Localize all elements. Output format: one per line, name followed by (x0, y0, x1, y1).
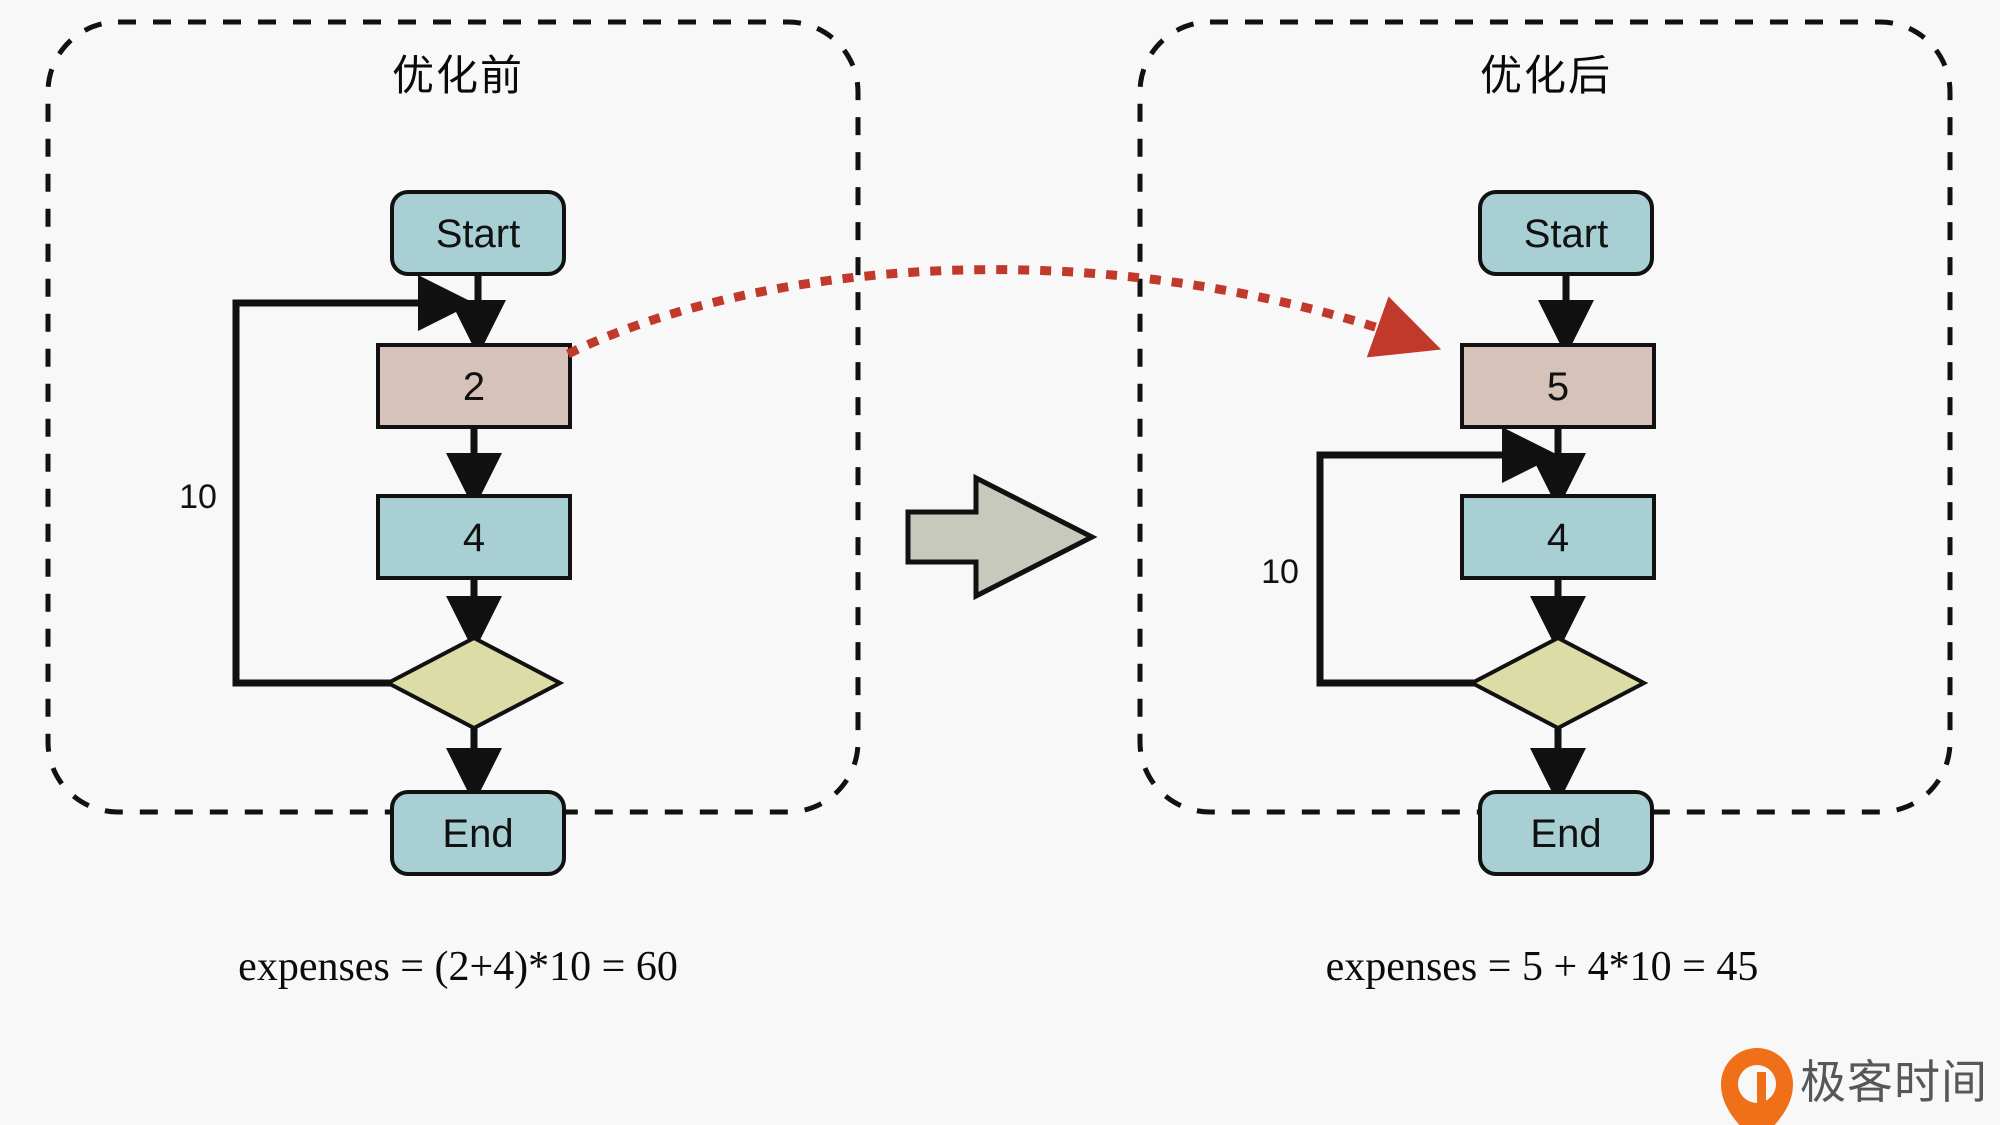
formula-after: expenses = 5 + 4*10 = 45 (1325, 944, 1759, 990)
node-cost2-before-label: 2 (463, 365, 485, 409)
node-cost4-after (1460, 494, 1656, 580)
panel-title-after: 优化后 (1479, 52, 1613, 99)
optimization-highlight-arrow (565, 265, 1442, 359)
geektime-logo-text: 极客时间 (1800, 1056, 1988, 1108)
edge-loop-back-after (1316, 427, 1558, 687)
node-decision-before (383, 635, 565, 731)
node-cost2-before (376, 343, 572, 429)
edge-loop-back-before (232, 275, 474, 687)
node-end-after-label: End (1530, 812, 1601, 856)
geektime-pin-icon (1721, 1048, 1793, 1125)
node-end-before-label: End (442, 812, 513, 856)
node-cost4-before-label: 4 (463, 516, 485, 560)
node-end-before (390, 790, 566, 876)
transform-arrow (905, 473, 1098, 601)
node-cost5-after-label: 5 (1547, 365, 1569, 409)
panel-title-before: 优化前 (391, 52, 525, 99)
node-end-after (1478, 790, 1654, 876)
formula-before: expenses = (2+4)*10 = 60 (238, 944, 678, 990)
geektime-logo: 极客时间 (1800, 1046, 1988, 1112)
node-start-before-label: Start (436, 212, 520, 256)
edge-loop-label-after: 10 (1261, 553, 1299, 591)
node-decision-after (1467, 635, 1649, 731)
node-cost4-before (376, 494, 572, 580)
edge-loop-label-before: 10 (179, 478, 217, 516)
node-start-after-label: Start (1524, 212, 1608, 256)
node-cost4-after-label: 4 (1547, 516, 1569, 560)
